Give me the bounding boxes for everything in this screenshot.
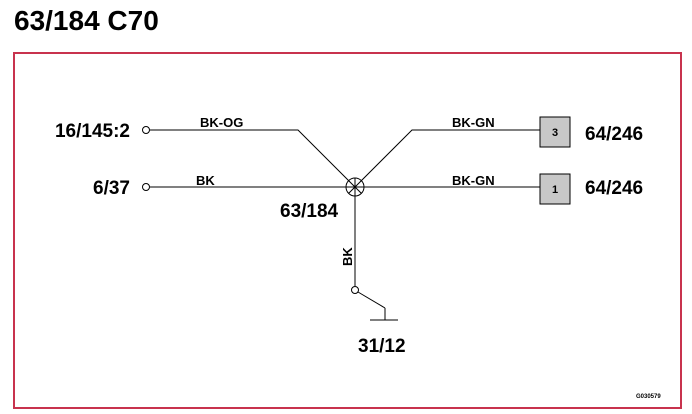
page-title: 63/184 C70 (14, 5, 159, 36)
terminal-16-145-2 (142, 126, 150, 134)
wire-label-bk-og: BK-OG (200, 115, 243, 130)
wire-label-bk-gn-top: BK-GN (452, 115, 495, 130)
wire-label-bk-left: BK (196, 173, 215, 188)
connector-pin-3-number: 3 (552, 127, 558, 139)
diagram-frame (13, 52, 682, 409)
connector-label-64-246-bottom: 64/246 (585, 178, 643, 199)
wire-label-bk-ground: BK (340, 247, 355, 266)
terminal-6-37 (142, 183, 150, 191)
terminal-label-6-37: 6/37 (93, 178, 130, 199)
terminal-label-16-145-2: 16/145:2 (55, 121, 130, 142)
figure-code: G030579 (636, 394, 661, 400)
wire-bk-gn-top (354, 129, 540, 188)
connector-pin-1-number: 1 (552, 184, 558, 196)
ground-switch-contact (351, 286, 359, 294)
wire-bk-og (150, 129, 356, 188)
connector-label-64-246-top: 64/246 (585, 124, 643, 145)
wire-label-bk-gn-bottom: BK-GN (452, 173, 495, 188)
ground-switch-blade (357, 291, 386, 309)
connector-pin-3 (539, 116, 571, 148)
ground-label: 31/12 (358, 336, 406, 357)
splice-label: 63/184 (280, 201, 339, 222)
connector-pin-1 (539, 173, 571, 205)
